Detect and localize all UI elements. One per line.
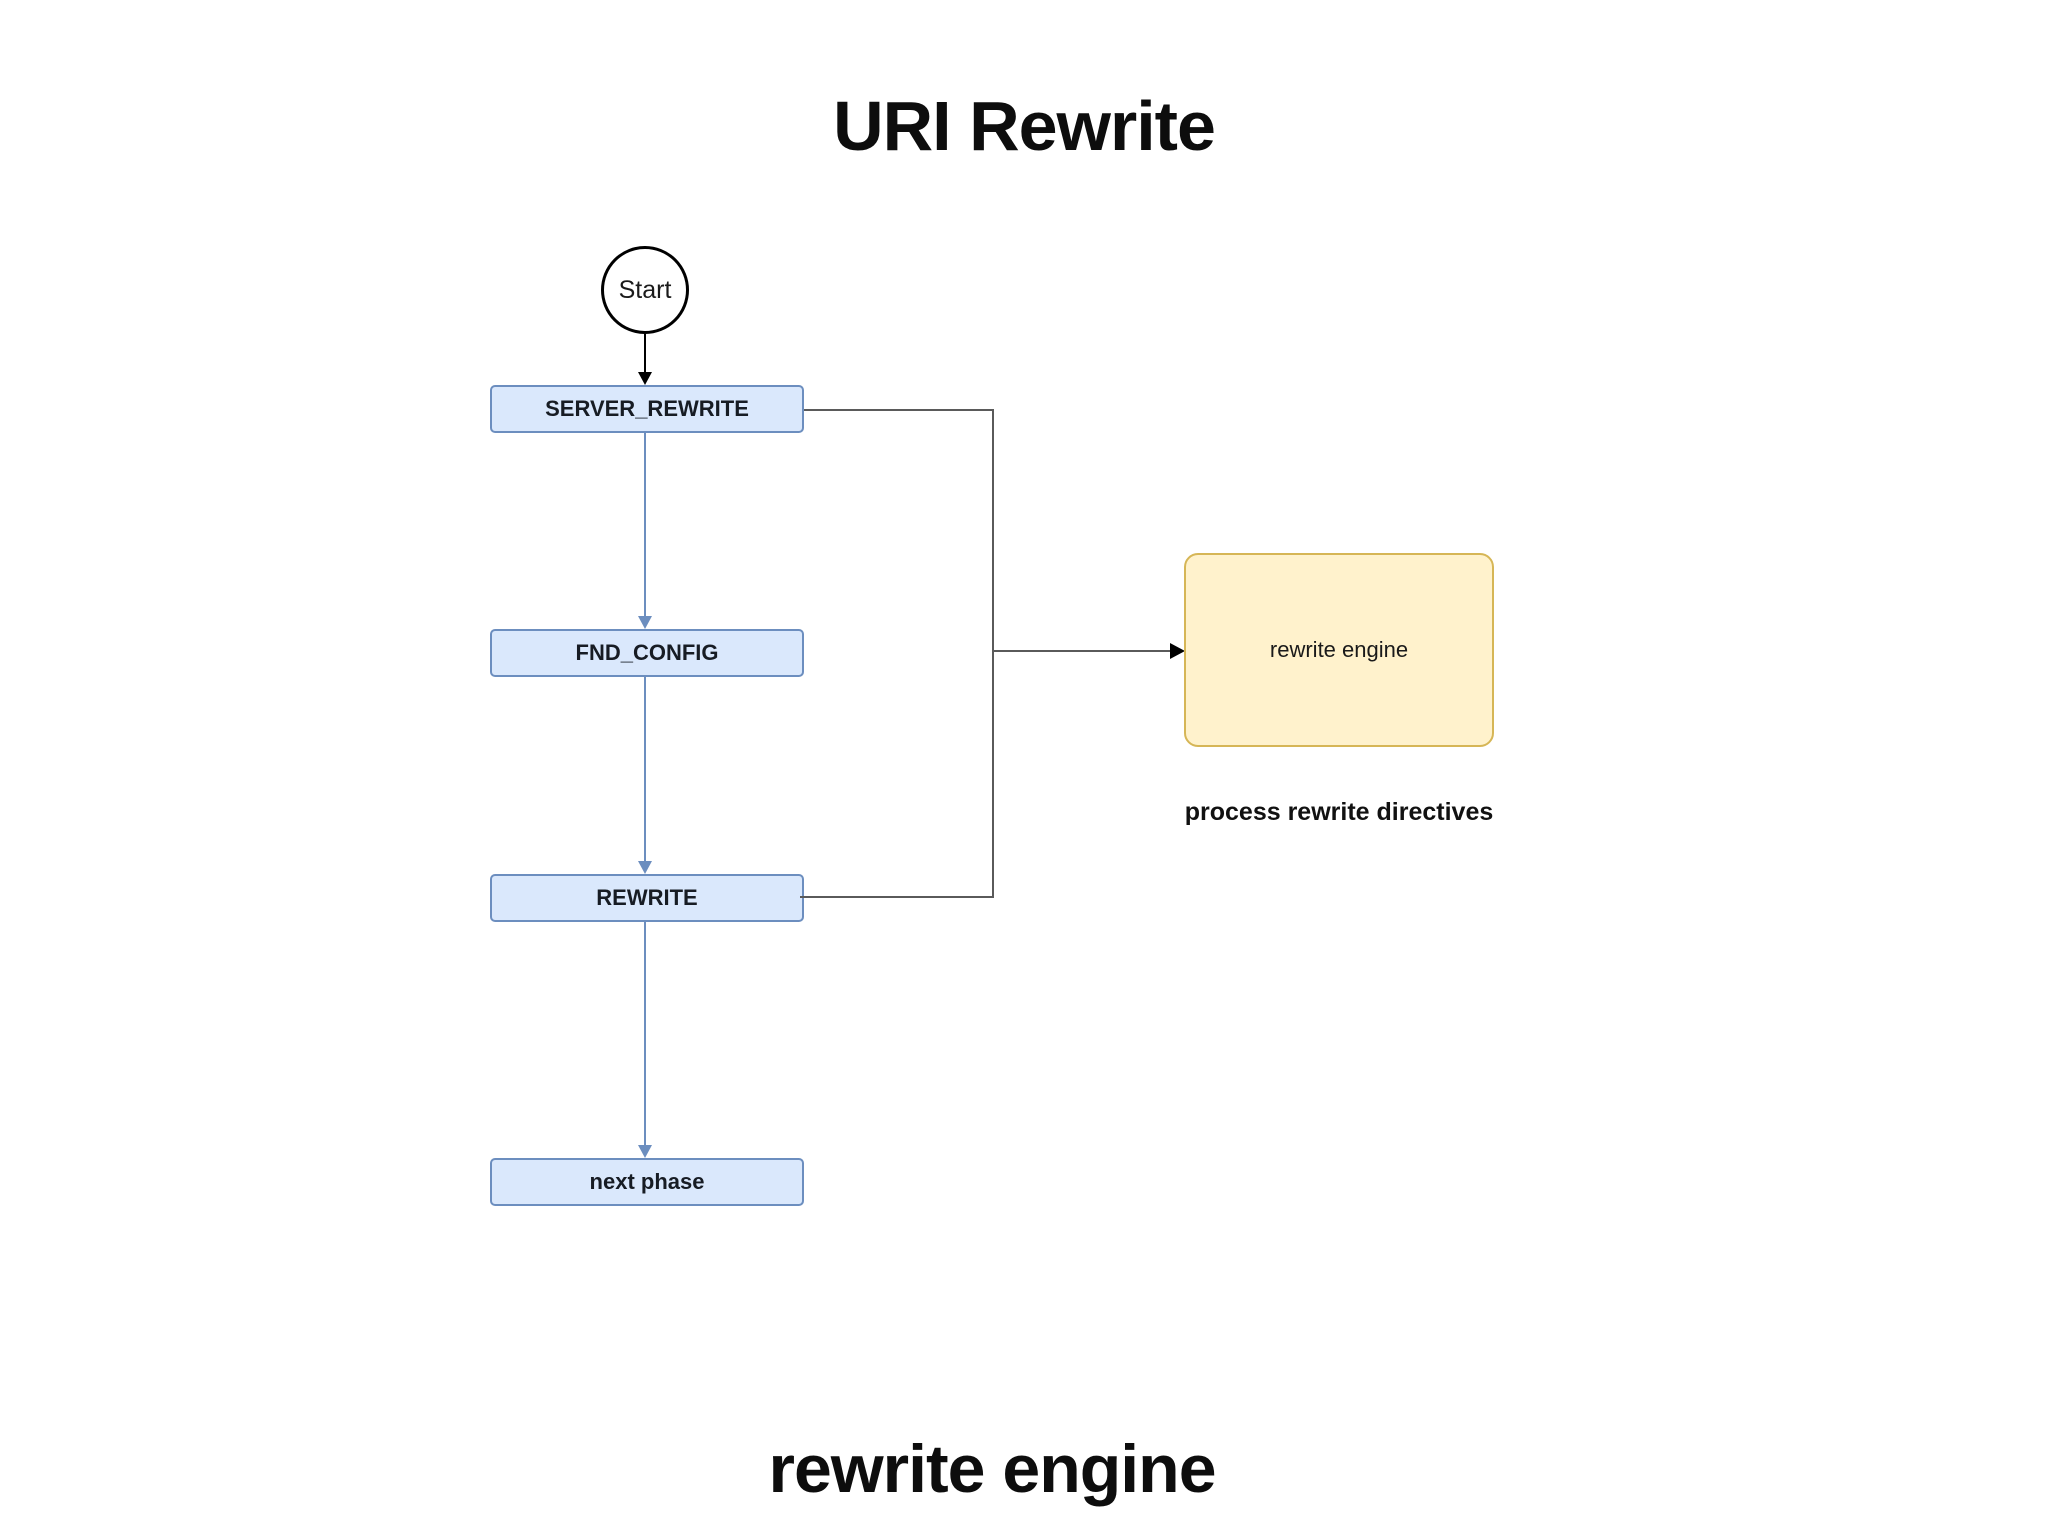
page-title: URI Rewrite xyxy=(833,87,1216,165)
connector-trunk-vertical xyxy=(992,409,994,898)
arrowhead-fnd-config-to-rewrite xyxy=(638,861,652,874)
phase-label-server-rewrite: SERVER_REWRITE xyxy=(545,396,749,421)
arrowhead-trunk-to-engine xyxy=(1170,643,1185,659)
connector-start-to-server-rewrite xyxy=(644,334,646,372)
phase-label-next-phase: next phase xyxy=(589,1169,705,1194)
phase-node-rewrite: REWRITE xyxy=(490,874,804,922)
phase-node-fnd-config: FND_CONFIG xyxy=(490,629,804,677)
arrowhead-rewrite-to-next-phase xyxy=(638,1145,652,1158)
arrowhead-server-rewrite-to-fnd-config xyxy=(638,616,652,629)
phase-node-next-phase: next phase xyxy=(490,1158,804,1206)
footer-title: rewrite engine xyxy=(768,1431,1216,1507)
connector-rewrite-to-next-phase xyxy=(644,922,646,1145)
arrowhead-start-to-server-rewrite xyxy=(638,372,652,385)
connector-trunk-to-engine xyxy=(992,650,1170,652)
engine-caption: process rewrite directives xyxy=(1184,798,1494,826)
phase-label-fnd-config: FND_CONFIG xyxy=(575,640,719,665)
phase-label-rewrite: REWRITE xyxy=(596,885,698,910)
start-node: Start xyxy=(601,246,689,334)
connector-fnd-config-to-rewrite xyxy=(644,677,646,861)
engine-label: rewrite engine xyxy=(1269,637,1409,662)
phase-node-server-rewrite: SERVER_REWRITE xyxy=(490,385,804,433)
start-label: Start xyxy=(618,275,672,304)
connector-server-rewrite-to-fnd-config xyxy=(644,433,646,616)
connector-server-rewrite-to-trunk xyxy=(804,409,994,411)
connector-rewrite-to-trunk xyxy=(800,896,992,898)
engine-node: rewrite engine xyxy=(1184,553,1494,747)
